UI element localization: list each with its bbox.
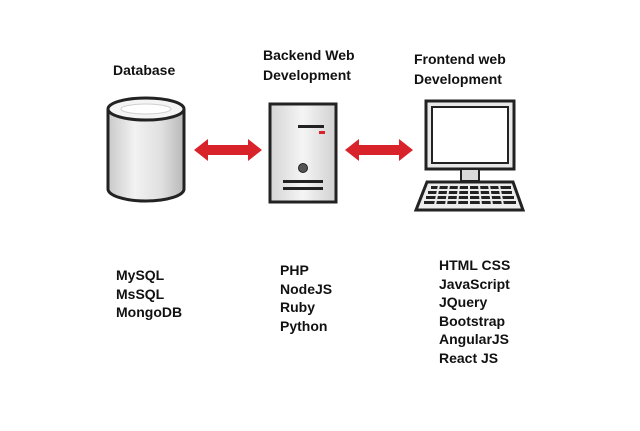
desktop-computer-icon [413, 99, 525, 212]
frontend-heading-line-2: Development [414, 71, 502, 87]
double-arrow-icon [194, 139, 262, 161]
database-heading: Database [113, 60, 175, 80]
list-item: AngularJS [439, 331, 510, 347]
backend-heading-line-2: Development [263, 67, 351, 83]
list-item: PHP [280, 262, 309, 278]
database-cylinder-icon [106, 96, 186, 203]
list-item: React JS [439, 349, 499, 366]
backend-heading-line-1: Backend Web [263, 47, 355, 63]
database-heading-line: Database [113, 62, 176, 78]
list-item: NodeJS [280, 280, 333, 297]
frontend-technologies-list: HTML CSS JavaScript JQuery Bootstrap Ang… [439, 256, 510, 367]
backend-heading: Backend Web Development [263, 45, 355, 85]
frontend-heading: Frontend web Development [414, 49, 506, 89]
backend-technologies-list: PHP NodeJS Ruby Python [280, 261, 332, 335]
list-item: MySQL [116, 267, 165, 283]
server-tower-icon [268, 102, 338, 204]
database-technologies-list: MySQL MsSQL MongoDB [116, 266, 182, 322]
list-item: MsSQL [116, 285, 165, 302]
list-item: Python [280, 317, 328, 334]
list-item: HTML CSS [439, 257, 511, 273]
list-item: Ruby [280, 299, 315, 315]
list-item: JQuery [439, 294, 488, 310]
double-arrow-icon [345, 139, 413, 161]
list-item: MongoDB [116, 304, 183, 320]
list-item: Bootstrap [439, 312, 506, 329]
list-item: JavaScript [439, 275, 510, 292]
frontend-heading-line-1: Frontend web [414, 51, 506, 67]
